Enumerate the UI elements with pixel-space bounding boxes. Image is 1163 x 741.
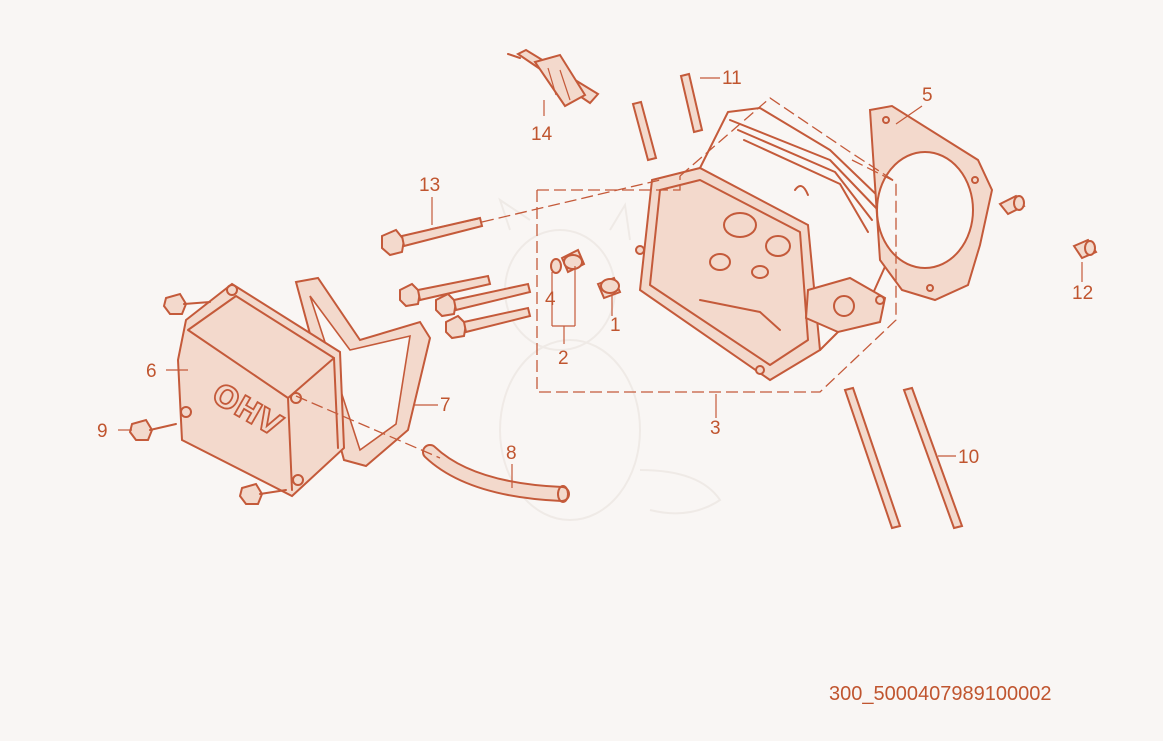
callout-10: 10 [958, 447, 979, 468]
spark-plug [507, 48, 600, 108]
callout-11: 11 [722, 68, 742, 89]
callout-13: 13 [419, 175, 440, 196]
leader-lines [118, 77, 1083, 488]
breather-tube [422, 444, 570, 503]
stud-bolts-top [631, 72, 704, 162]
cover-bolts [128, 292, 287, 505]
callout-14: 14 [531, 124, 553, 145]
callout-6: 6 [146, 361, 157, 382]
callout-12: 12 [1072, 283, 1093, 304]
callout-labels: 1 2 3 4 5 6 7 8 9 10 11 12 13 14 [97, 68, 1093, 468]
callout-9: 9 [97, 421, 108, 442]
callout-1: 1 [610, 315, 621, 336]
reference-code: 300_5000407989100002 [829, 683, 1052, 705]
dowel-pin-and-ring [550, 248, 622, 300]
callout-8: 8 [506, 443, 517, 464]
stud-bolts-bottom [843, 386, 964, 530]
long-bolt [381, 216, 484, 257]
cylinder-head-bolts [399, 274, 532, 340]
assembly-outline [295, 97, 897, 459]
callout-5: 5 [922, 85, 933, 106]
dowel-caps-right [998, 194, 1098, 260]
cylinder-head [635, 107, 889, 382]
callout-4: 4 [545, 289, 556, 310]
callout-3: 3 [710, 418, 721, 439]
callout-7: 7 [440, 395, 451, 416]
callout-2: 2 [558, 348, 569, 369]
head-gasket [868, 104, 994, 302]
valve-cover: OHV [176, 282, 346, 498]
valve-cover-gasket [294, 276, 432, 468]
